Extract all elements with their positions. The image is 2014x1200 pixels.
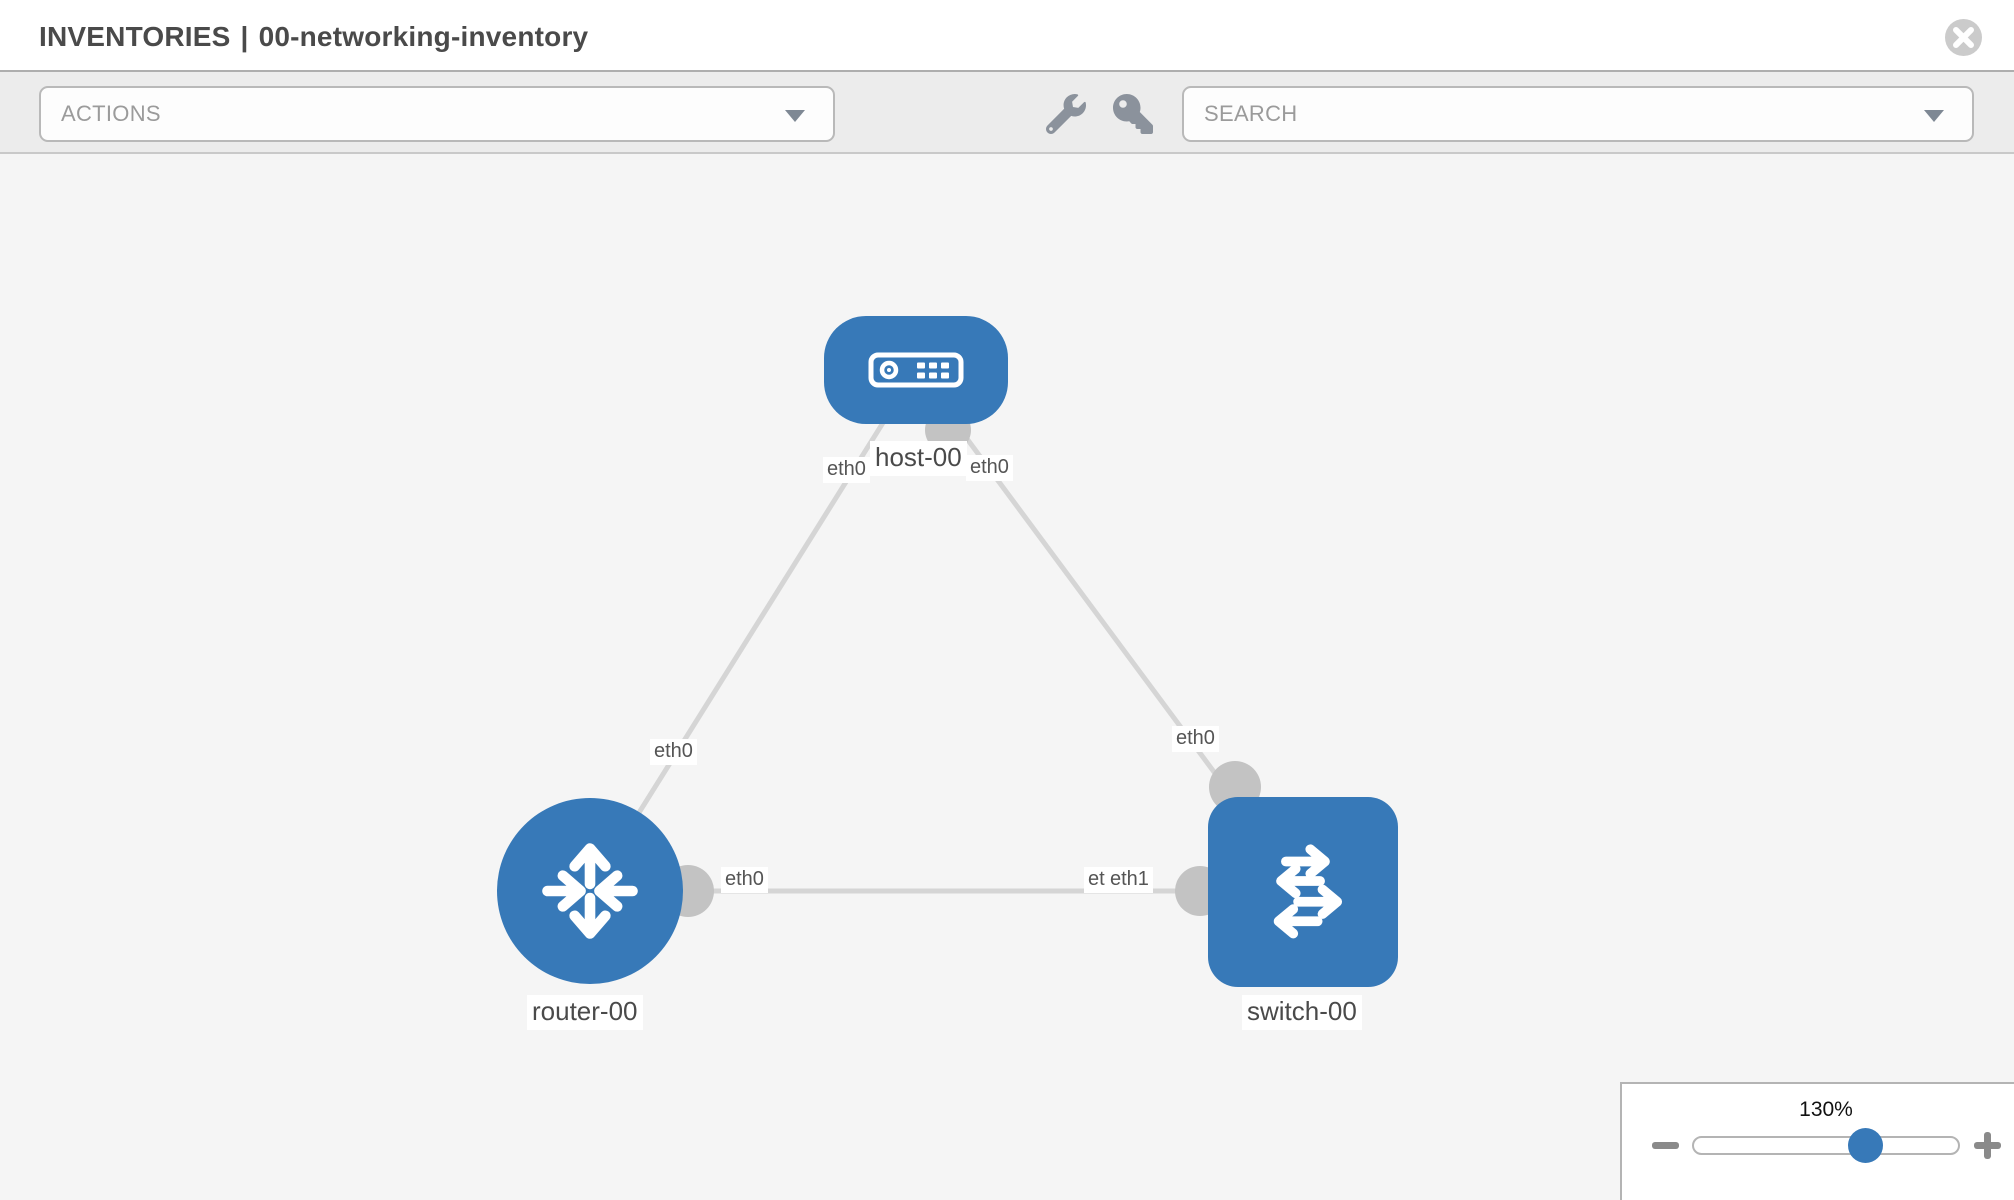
zoom-in-button[interactable] — [1974, 1132, 2001, 1159]
if-label-host-left: eth0 — [823, 457, 870, 483]
node-switch-00[interactable] — [1208, 797, 1398, 987]
node-router-00[interactable] — [497, 798, 683, 984]
page-title: INVENTORIES | 00-networking-inventory — [39, 0, 588, 70]
if-label-host-right: eth0 — [966, 455, 1013, 481]
search-dropdown[interactable]: SEARCH — [1182, 86, 1974, 142]
inventory-name: 00-networking-inventory — [258, 21, 589, 52]
if-label-switch-west-over: eth1 — [1106, 867, 1153, 893]
node-host-00[interactable] — [824, 316, 1008, 424]
header-bar: INVENTORIES | 00-networking-inventory — [0, 0, 2014, 70]
zoom-level: 130% — [1799, 1098, 1853, 1121]
key-icon[interactable] — [1113, 94, 1153, 134]
if-label-router-uplink: eth0 — [650, 739, 697, 765]
search-dropdown-label: SEARCH — [1204, 101, 1298, 126]
router-icon — [542, 843, 638, 939]
if-label-switch-top: eth0 — [1172, 726, 1219, 752]
close-button[interactable] — [1945, 19, 1982, 56]
node-label-switch: switch-00 — [1242, 995, 1362, 1030]
link-host-router[interactable] — [587, 368, 919, 893]
close-icon — [1953, 27, 1974, 48]
node-label-router: router-00 — [527, 995, 643, 1030]
if-label-router-east: eth0 — [721, 867, 768, 893]
links-layer — [587, 368, 1306, 917]
topology-canvas[interactable]: host-00 router-00 switch-00 eth0 eth0 et… — [0, 154, 2014, 1200]
actions-dropdown-label: ACTIONS — [61, 101, 161, 126]
page-title-section: INVENTORIES — [39, 21, 231, 52]
actions-dropdown[interactable]: ACTIONS — [39, 86, 835, 142]
toolbar: ACTIONS SEARCH — [0, 70, 2014, 154]
zoom-panel: 130% — [1620, 1082, 2014, 1200]
switch-icon — [1273, 844, 1343, 939]
zoom-out-button[interactable] — [1652, 1142, 1679, 1149]
chevron-down-icon — [1924, 110, 1944, 122]
chevron-down-icon — [785, 110, 805, 122]
host-icon — [868, 352, 964, 388]
zoom-slider-track[interactable] — [1692, 1136, 1960, 1155]
wrench-icon[interactable] — [1046, 94, 1086, 134]
zoom-slider-thumb[interactable] — [1848, 1128, 1883, 1163]
page-title-separator: | — [240, 21, 249, 52]
node-label-host: host-00 — [870, 441, 967, 476]
